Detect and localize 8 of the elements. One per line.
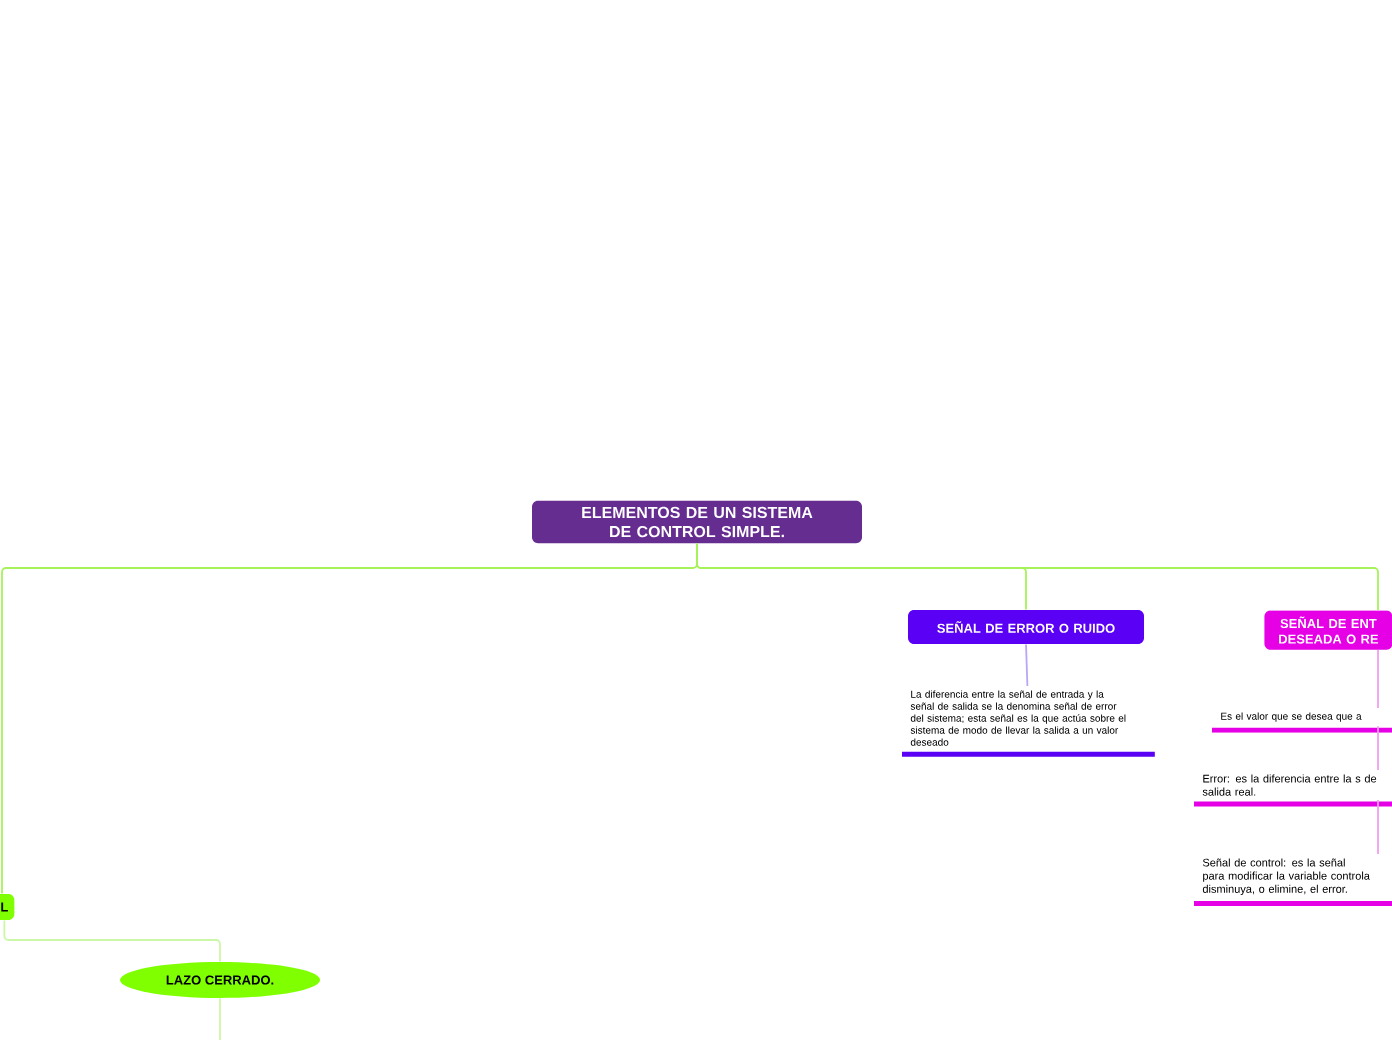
connector-line xyxy=(219,997,221,1040)
connector-line xyxy=(3,919,221,963)
topic-box: ELEMENTOS DE UN SISTEMA DE CONTROL SIMPLE. xyxy=(532,500,862,544)
connector-line xyxy=(1377,725,1379,771)
connector-line xyxy=(1025,643,1029,687)
connector-line xyxy=(1377,649,1379,709)
connector-line xyxy=(1377,799,1379,855)
connector-line xyxy=(1,542,698,895)
